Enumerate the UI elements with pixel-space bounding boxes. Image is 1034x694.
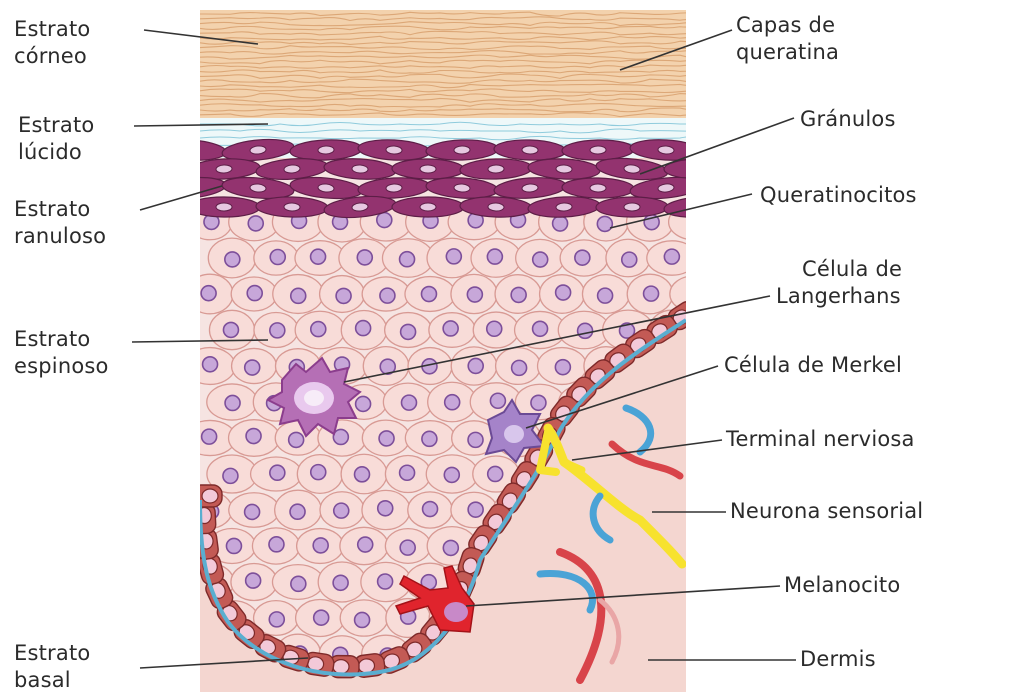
label-granulos: Gránulos — [800, 106, 896, 133]
stratum-granulosum-cells — [153, 137, 736, 221]
label-line: Capas de — [736, 12, 839, 39]
label-line: queratina — [736, 39, 839, 66]
label-estrato-lucido: Estrato lúcido — [18, 112, 94, 166]
label-line: Terminal nerviosa — [726, 426, 915, 453]
label-line: basal — [14, 667, 90, 694]
label-line: Melanocito — [784, 572, 900, 599]
label-celula-merkel: Célula de Merkel — [724, 352, 902, 379]
label-line: Queratinocitos — [760, 182, 917, 209]
label-queratinocitos: Queratinocitos — [760, 182, 917, 209]
label-line: Langerhans — [776, 283, 902, 310]
label-estrato-granuloso: Estrato ranuloso — [14, 196, 106, 250]
label-line: Célula de Merkel — [724, 352, 902, 379]
label-melanocito: Melanocito — [784, 572, 900, 599]
label-capas-queratina: Capas de queratina — [736, 12, 839, 66]
label-line: Gránulos — [800, 106, 896, 133]
label-line: ranuloso — [14, 223, 106, 250]
label-line: Célula de — [776, 256, 902, 283]
label-estrato-corneo: Estrato córneo — [14, 16, 90, 70]
label-line: espinoso — [14, 353, 109, 380]
label-estrato-basal: Estrato basal — [14, 640, 90, 694]
label-terminal-nerviosa: Terminal nerviosa — [726, 426, 915, 453]
label-line: Estrato — [14, 640, 90, 667]
label-line: Neurona sensorial — [730, 498, 923, 525]
label-line: Estrato — [14, 326, 109, 353]
label-line: Dermis — [800, 646, 876, 673]
label-line: Estrato — [14, 196, 106, 223]
label-neurona-sensorial: Neurona sensorial — [730, 498, 923, 525]
label-estrato-espinoso: Estrato espinoso — [14, 326, 109, 380]
label-dermis: Dermis — [800, 646, 876, 673]
label-line: lúcido — [18, 139, 94, 166]
label-line: córneo — [14, 43, 90, 70]
label-celula-langerhans: Célula de Langerhans — [776, 256, 902, 310]
label-line: Estrato — [18, 112, 94, 139]
label-line: Estrato — [14, 16, 90, 43]
